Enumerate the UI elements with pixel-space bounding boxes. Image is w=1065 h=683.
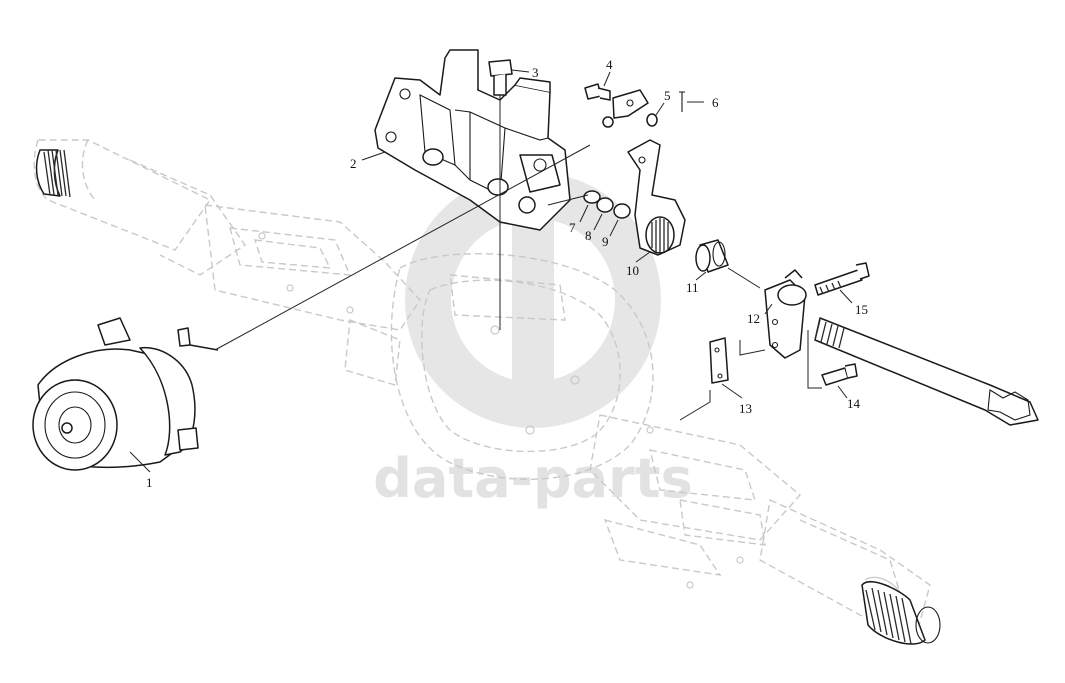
slack-adjuster-part-10 bbox=[627, 139, 686, 256]
plate-part-13 bbox=[709, 337, 729, 384]
bolt-part-14 bbox=[821, 363, 858, 386]
bolt-part-15 bbox=[814, 262, 870, 296]
s-camshaft bbox=[814, 317, 1039, 426]
callout-labels: 1 2 3 4 5 6 7 8 9 10 11 12 13 14 15 bbox=[146, 57, 868, 490]
brake-chamber-part-1 bbox=[32, 317, 219, 471]
callout-13: 13 bbox=[739, 401, 752, 416]
callout-2: 2 bbox=[350, 156, 357, 171]
washer-part-8 bbox=[596, 197, 614, 213]
axle-spline-right bbox=[861, 580, 941, 645]
callout-11: 11 bbox=[686, 280, 699, 295]
callout-leaders bbox=[129, 69, 853, 473]
callout-8: 8 bbox=[585, 228, 592, 243]
callout-15: 15 bbox=[855, 302, 868, 317]
bushing-part-11 bbox=[695, 239, 729, 273]
washer-part-7 bbox=[583, 190, 601, 204]
callout-6: 6 bbox=[712, 95, 719, 110]
assembly-lines bbox=[214, 95, 822, 421]
callout-1: 1 bbox=[146, 475, 153, 490]
bracket-part-2 bbox=[374, 49, 571, 231]
camshaft-bracket-part-12 bbox=[764, 269, 807, 359]
callout-3: 3 bbox=[532, 65, 539, 80]
callout-14: 14 bbox=[847, 396, 861, 411]
callout-10: 10 bbox=[626, 263, 639, 278]
callout-7: 7 bbox=[569, 220, 576, 235]
callout-9: 9 bbox=[602, 234, 609, 249]
axle-spline-left bbox=[35, 149, 71, 198]
callout-4: 4 bbox=[606, 57, 613, 72]
washer-part-9 bbox=[613, 203, 631, 219]
watermark-logo bbox=[405, 172, 661, 428]
clevis-yoke bbox=[602, 89, 649, 128]
clevis-pin-part-4 bbox=[584, 83, 611, 101]
bolt-part-3 bbox=[488, 59, 513, 96]
callout-5: 5 bbox=[664, 88, 671, 103]
washer-part-5 bbox=[646, 113, 658, 127]
cotter-pin-part-6 bbox=[679, 91, 685, 112]
callout-12: 12 bbox=[747, 311, 760, 326]
watermark-text: data-parts bbox=[373, 447, 692, 510]
